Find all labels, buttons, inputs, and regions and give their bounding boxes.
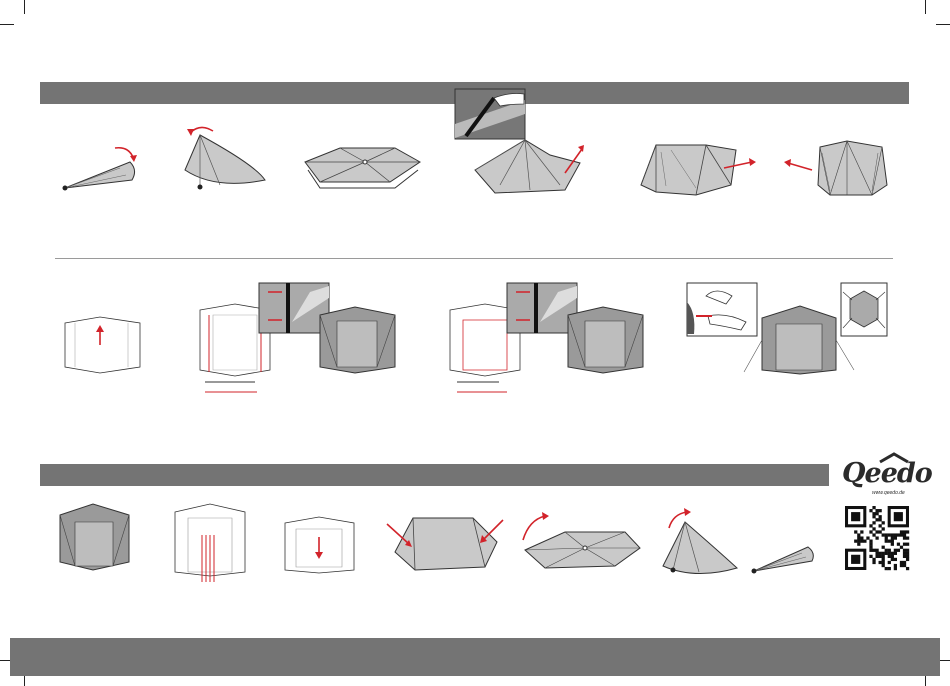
- takedown-step-7-folded-tent: [750, 535, 818, 577]
- setup-step-5-pushing-hubs: [636, 140, 761, 200]
- brand-logo: Qeedo www.qeedo.de: [840, 452, 915, 498]
- takedown-step-2-open-door: [170, 500, 250, 585]
- crop-mark-tl-h: [0, 24, 14, 25]
- qr-code-icon[interactable]: [845, 506, 909, 570]
- takedown-section-band: [40, 464, 829, 486]
- crop-mark-tr-h: [936, 24, 950, 25]
- doors-step-1-zip-panel: [60, 315, 145, 375]
- red-arrow-icon: [788, 163, 812, 170]
- detail-inset-hex-top-view: [840, 282, 888, 337]
- takedown-step-3-close-door: [282, 515, 357, 575]
- brand-url: www.qeedo.de: [872, 490, 905, 496]
- footer-band: [10, 638, 940, 676]
- crop-mark-tr-v: [925, 0, 926, 14]
- section-divider: [55, 258, 893, 259]
- takedown-step-5-flat-tent: [515, 510, 645, 578]
- red-arrow-icon: [115, 148, 134, 160]
- takedown-step-4-collapse-sides: [385, 512, 510, 574]
- takedown-step-6-folding-tent: [655, 508, 745, 578]
- brand-wordmark: Qeedo: [842, 458, 932, 489]
- takedown-step-1-standing-tent: [55, 500, 135, 575]
- red-arrow-icon: [523, 516, 545, 540]
- setup-step-6-standing-tent: [782, 135, 890, 200]
- detail-inset-pole-clip: [454, 88, 526, 140]
- setup-step-1-folded-tent: [60, 140, 140, 195]
- setup-step-2-half-open-tent: [175, 125, 275, 195]
- doors-step-3-tent-view: [563, 305, 648, 375]
- setup-step-3-flat-open-tent: [300, 140, 425, 195]
- setup-step-4-raising-tent: [470, 135, 595, 200]
- doors-step-2-tent-view: [315, 305, 400, 375]
- crop-mark-tl-v: [24, 0, 25, 14]
